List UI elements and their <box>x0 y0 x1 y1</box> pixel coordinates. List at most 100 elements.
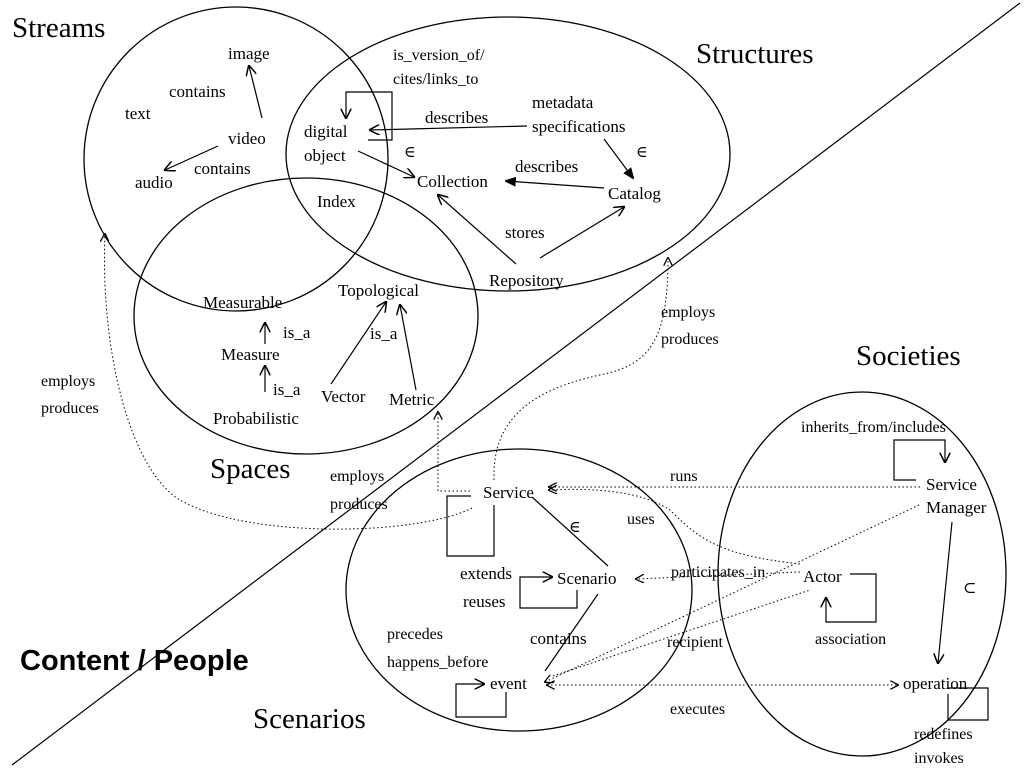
vector-node: Vector <box>321 387 366 406</box>
scenarios-title: Scenarios <box>253 703 366 735</box>
precedes-label: precedes <box>387 626 443 643</box>
vector-topological-arrow <box>330 302 386 385</box>
element-of-symbol-1: ∈ <box>404 144 416 161</box>
repository-catalog-arrow <box>539 207 624 259</box>
metadata-node-line1: metadata <box>532 93 594 112</box>
topological-node: Topological <box>338 281 419 300</box>
service-manager-node-line2: Manager <box>926 498 987 517</box>
executes-label: executes <box>670 701 725 718</box>
image-node: image <box>228 44 270 63</box>
spaces-title: Spaces <box>210 453 291 485</box>
service-manager-node-line1: Service <box>926 475 977 494</box>
participates-in-dotted-arrow <box>636 571 801 579</box>
is-a-label-1: is_a <box>283 323 311 342</box>
audio-node: audio <box>135 173 173 192</box>
spaces-ellipse <box>133 177 479 455</box>
employs-label-structures: employs <box>661 304 715 321</box>
service-node: Service <box>483 483 534 502</box>
invokes-label: invokes <box>914 750 964 767</box>
element-of-symbol-2: ∈ <box>636 144 648 161</box>
manager-operation-arrow <box>938 521 953 663</box>
text-node: text <box>125 104 151 123</box>
produces-label-spaces: produces <box>330 496 388 513</box>
content-people-divider <box>11 2 1021 766</box>
cites-links-to-label: cites/links_to <box>393 71 478 88</box>
measure-node: Measure <box>221 345 280 364</box>
recipient-dotted-arrow <box>545 504 920 682</box>
societies-title: Societies <box>856 340 961 372</box>
metadata-catalog-arrow <box>603 138 633 178</box>
metric-topological-arrow <box>400 305 417 391</box>
scenario-node: Scenario <box>557 569 616 588</box>
produces-label-structures: produces <box>661 331 719 348</box>
inherits-from-includes-label: inherits_from/includes <box>801 419 946 436</box>
service-streams-dotted-link <box>104 234 473 530</box>
service-manager-inherits-loop <box>893 439 945 481</box>
probabilistic-node: Probabilistic <box>213 409 299 428</box>
event-precedes-loop <box>455 684 507 718</box>
redefines-label: redefines <box>914 726 973 743</box>
video-node: video <box>228 129 266 148</box>
structures-title: Structures <box>696 38 814 70</box>
metadata-describes-object-arrow <box>370 126 528 130</box>
employs-label-streams: employs <box>41 373 95 390</box>
produces-label-streams: produces <box>41 400 99 417</box>
structures-ellipse <box>285 16 731 292</box>
is-a-label-2: is_a <box>370 324 398 343</box>
index-node: Index <box>317 192 356 211</box>
operation-redefines-loop <box>947 687 989 721</box>
catalog-collection-arrow <box>506 181 605 189</box>
repository-collection-arrow <box>438 195 517 265</box>
runs-label: runs <box>670 468 698 485</box>
actor-association-loop <box>826 573 877 623</box>
employs-label-spaces: employs <box>330 468 384 485</box>
describes-label-1: describes <box>425 108 488 127</box>
operation-node: operation <box>903 674 968 693</box>
service-extends-loop <box>446 495 495 557</box>
societies-ellipse <box>717 391 1007 757</box>
digital-object-self-loop <box>346 91 393 141</box>
service-structures-dotted-link <box>493 258 668 481</box>
contains-label-2: contains <box>194 159 251 178</box>
scenario-event-line <box>544 593 599 672</box>
service-scenario-line <box>531 496 609 567</box>
element-of-symbol-3: ∈ <box>569 519 581 536</box>
stores-label: stores <box>505 223 545 242</box>
video-image-arrow <box>249 66 263 119</box>
collection-node: Collection <box>417 172 488 191</box>
association-label: association <box>815 631 886 648</box>
content-people-heading: Content / People <box>20 645 249 677</box>
catalog-node: Catalog <box>608 184 661 203</box>
reuses-label: reuses <box>463 592 505 611</box>
scenarios-ellipse <box>345 448 693 732</box>
digital-object-node-line2: object <box>304 146 346 165</box>
contains-label-1: contains <box>169 82 226 101</box>
extends-label: extends <box>460 564 512 583</box>
streams-ellipse <box>83 6 389 312</box>
contains-label-3: contains <box>530 629 587 648</box>
service-spaces-dotted-link <box>438 412 470 492</box>
actor-node: Actor <box>803 567 842 586</box>
object-collection-arrow <box>357 150 414 177</box>
is-version-of-label: is_version_of/ <box>393 47 485 64</box>
subset-symbol: ⊂ <box>963 580 976 597</box>
participates-in-label: participates_in <box>671 564 765 581</box>
digital-object-node-line1: digital <box>304 122 348 141</box>
repository-node: Repository <box>489 271 564 290</box>
describes-label-2: describes <box>515 157 578 176</box>
metric-node: Metric <box>389 390 435 409</box>
metadata-node-line2: specifications <box>532 117 625 136</box>
happens-before-label: happens_before <box>387 654 488 671</box>
actor-uses-dotted-arrow <box>549 489 801 565</box>
uses-label: uses <box>627 511 655 528</box>
is-a-label-3: is_a <box>273 380 301 399</box>
recipient-label: recipient <box>667 634 724 651</box>
measurable-node: Measurable <box>203 293 282 312</box>
streams-title: Streams <box>12 12 105 44</box>
event-node: event <box>490 674 527 693</box>
scenario-reuses-loop <box>519 577 578 609</box>
event-actor-dotted-arrow <box>552 589 811 677</box>
video-audio-arrow <box>165 145 219 170</box>
